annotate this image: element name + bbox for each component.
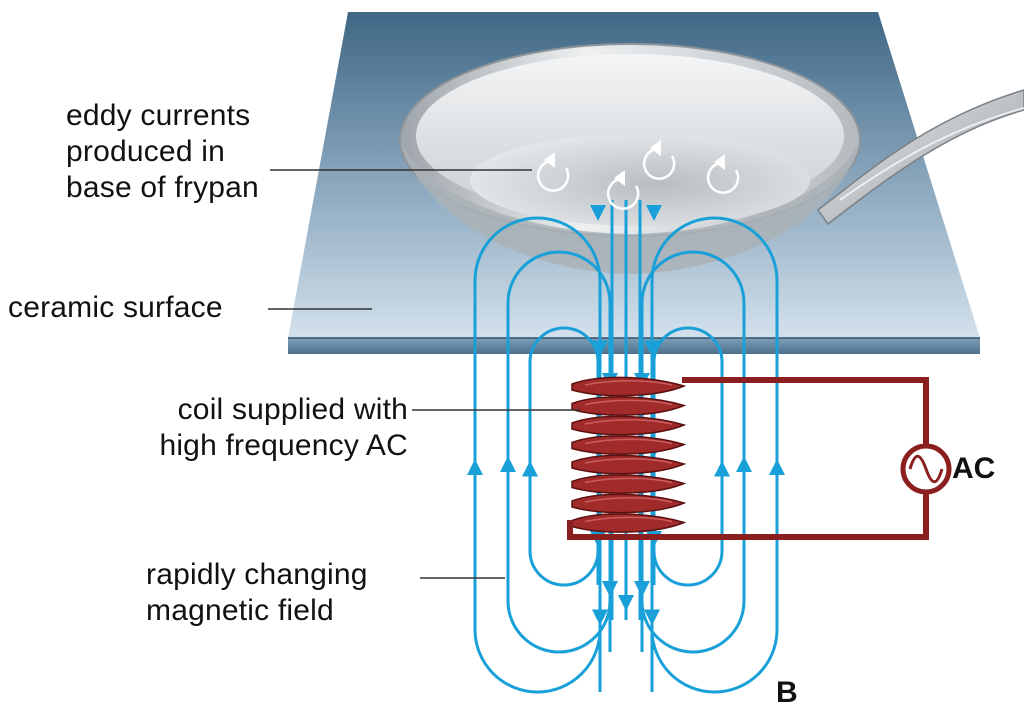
field-arrow-down xyxy=(592,609,608,626)
field-arrow-down xyxy=(646,205,662,221)
field-arrow-up xyxy=(467,459,483,475)
eddy-swirl-icon xyxy=(536,152,570,192)
coil-circuit xyxy=(570,377,952,540)
coil-highlight xyxy=(584,458,673,464)
coil-highlight xyxy=(584,477,673,484)
eddy-current-swirls xyxy=(536,140,740,210)
coil-label: coil supplied with high frequency AC xyxy=(159,393,408,462)
field-arrow-down xyxy=(618,595,634,611)
field-loop xyxy=(473,216,602,694)
field-loop xyxy=(640,250,746,654)
field-loop xyxy=(652,326,724,587)
coil-highlight xyxy=(584,399,673,406)
coil-highlight xyxy=(584,438,673,445)
field-arrow-down xyxy=(644,609,660,626)
ceramic-surface-label: ceramic surface xyxy=(8,291,223,324)
leader-lines xyxy=(268,169,580,579)
coil-highlight xyxy=(584,380,673,386)
field-loop xyxy=(650,216,779,694)
field-arrow-down xyxy=(634,581,650,597)
coil-highlight xyxy=(584,497,673,503)
field-arrow-up xyxy=(736,456,752,472)
field-arrow-up xyxy=(769,459,785,475)
eddy-swirl-icon xyxy=(606,170,640,210)
field-loop xyxy=(528,326,600,587)
coil-windings xyxy=(567,376,687,540)
eddy-swirl-icon xyxy=(642,140,676,180)
field-arrow-down xyxy=(590,205,606,221)
coil-highlight xyxy=(584,516,673,523)
ac-label: AC xyxy=(952,452,996,485)
field-arrow-up xyxy=(714,460,730,477)
field-arrow-up xyxy=(522,460,538,477)
eddy-swirl-icon xyxy=(706,154,740,194)
field-b-label: B xyxy=(776,676,798,709)
magnetic-field-label: rapidly changing magnetic field xyxy=(146,558,368,627)
field-arrow-down xyxy=(644,340,660,357)
field-loop xyxy=(506,250,612,654)
field-arrow-down xyxy=(592,340,608,357)
pan-handle xyxy=(816,89,1024,226)
field-arrow-down xyxy=(602,581,618,597)
coil-highlight xyxy=(584,419,673,425)
eddy-currents-label: eddy currents produced in base of frypan xyxy=(66,99,259,204)
field-arrow-up xyxy=(500,456,516,472)
